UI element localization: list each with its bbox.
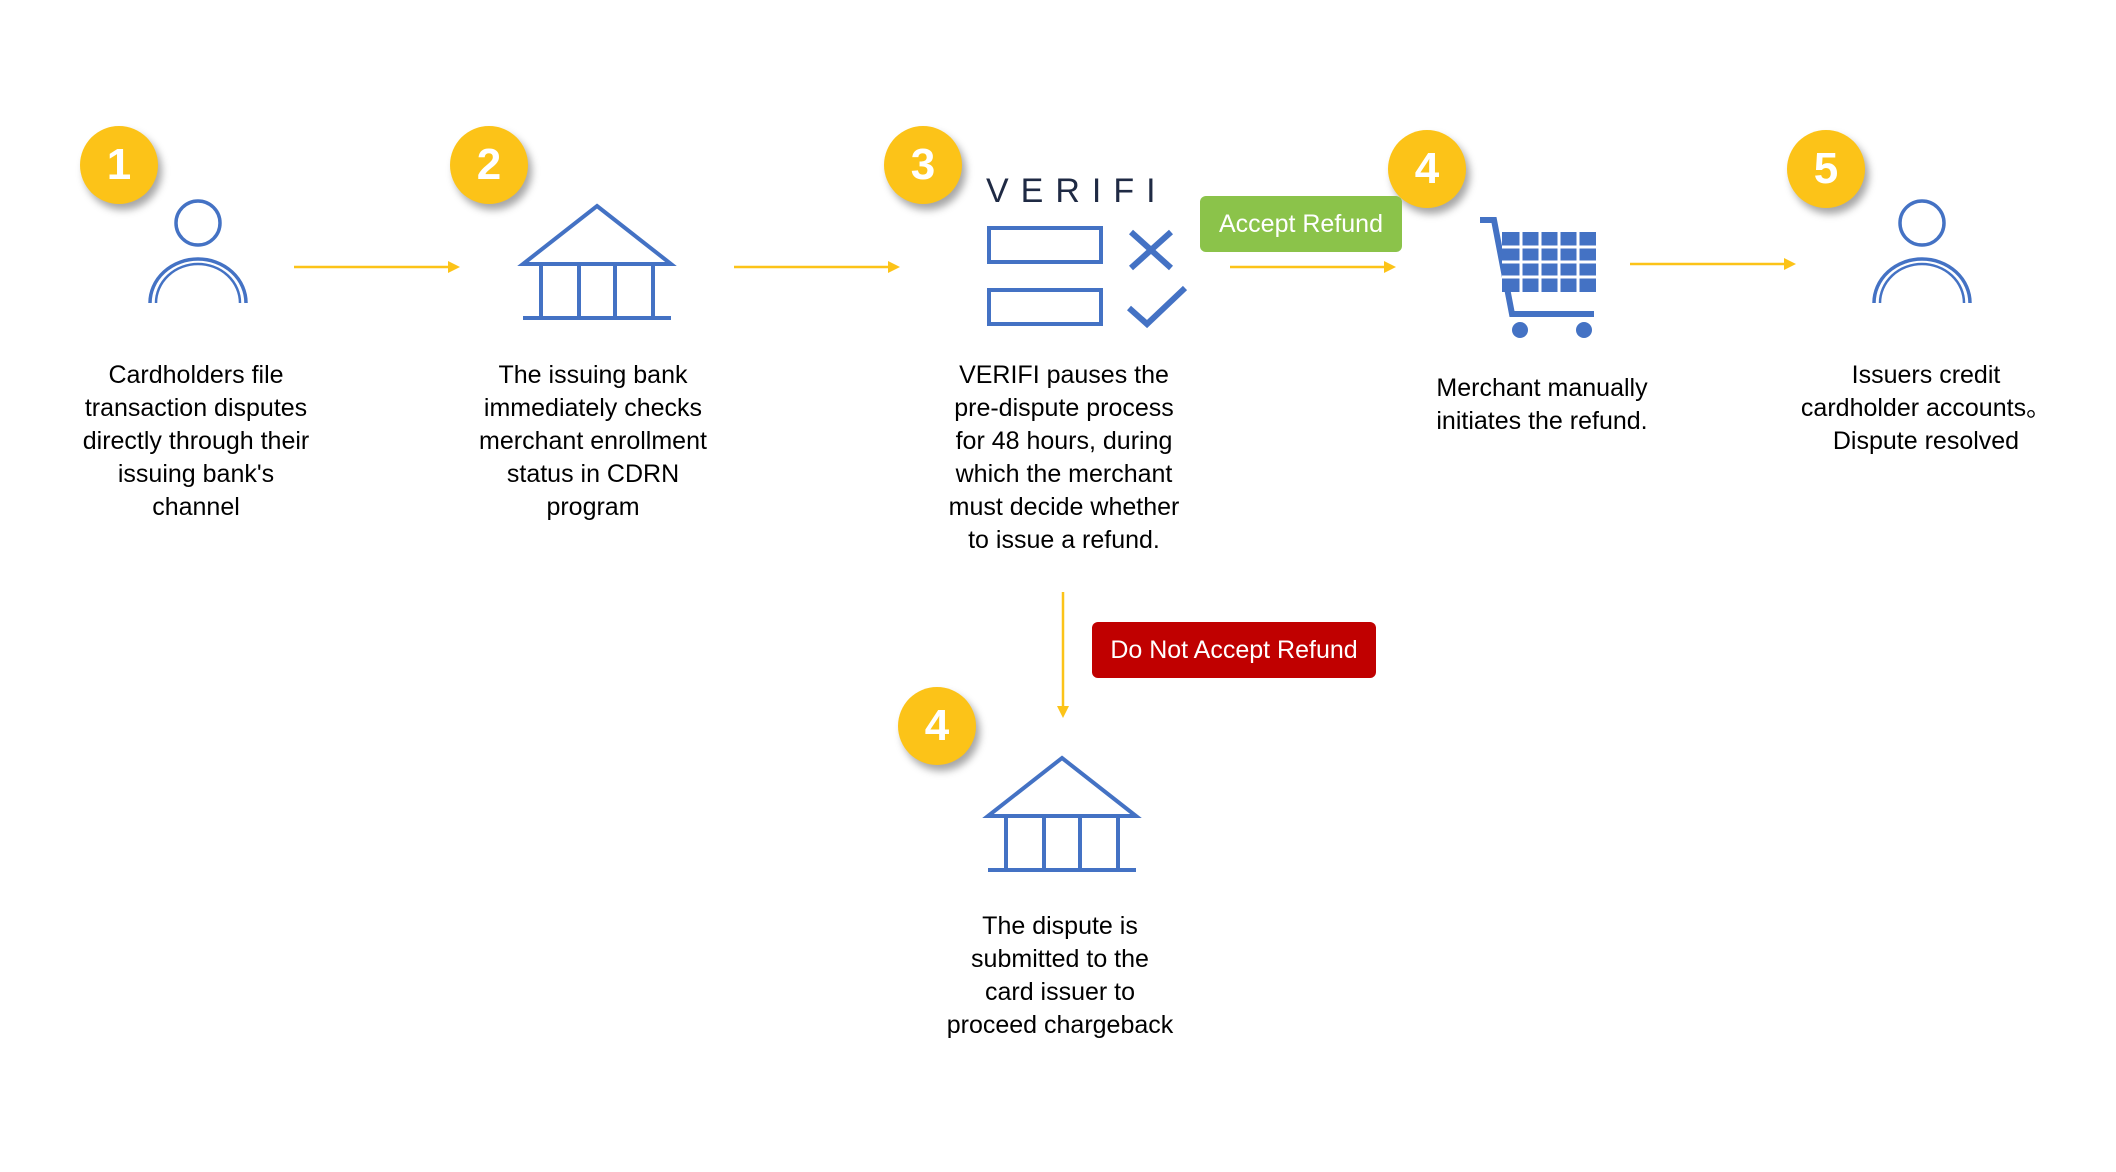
arrow-1-to-2 [294,261,460,273]
text-line: issuing bank's [117,460,275,488]
text-line: VERIFI pauses the [959,361,1169,389]
arrow-3-to-4 [1230,261,1396,273]
step-1-badge: 1 [80,126,158,204]
step-1-text: Cardholders file transaction disputes di… [83,359,310,524]
accept-refund-label: Accept Refund [1200,196,1402,252]
text-line: pre-dispute process [954,394,1174,422]
verifi-logo: VERIFI [986,172,1168,210]
text-line: must decide whether [948,493,1180,521]
text-line: Merchant manually [1436,374,1648,402]
arrow-2-to-3 [734,261,900,273]
text-line: Issuers credit [1851,361,2001,389]
step-4-refund-text: Merchant manually initiates the refund. [1436,372,1647,438]
do-not-accept-refund-label: Do Not Accept Refund [1092,622,1376,678]
step-4-chargeback-badge: 4 [898,687,976,765]
step-3-text: VERIFI pauses the pre-dispute process fo… [949,359,1180,557]
text-line: The dispute is [982,912,1138,940]
verifi-form-icon [987,226,1188,329]
step-3-badge: 3 [884,126,962,204]
step-4-refund-badge: 4 [1388,130,1466,208]
text-line: cardholder accounts。 [1800,394,2052,422]
step-4-chargeback-text: The dispute is submitted to the card iss… [947,910,1174,1042]
shopping-cart-icon [1480,217,1596,338]
text-line: to issue a refund. [968,526,1160,554]
arrow-3-down [1057,592,1069,718]
bank-icon [982,755,1142,872]
person-icon [1872,199,1972,304]
text-line: for 48 hours, during [955,427,1173,455]
text-line: merchant enrollment [479,427,707,455]
text-line: status in CDRN [506,460,680,488]
step-5-text: Issuers credit cardholder accounts。 Disp… [1801,359,2051,458]
bank-icon [517,203,677,320]
person-icon [148,199,248,304]
text-line: transaction disputes [84,394,308,422]
text-line: which the merchant [955,460,1173,488]
text-line: Dispute resolved [1832,427,2020,455]
text-line: proceed chargeback [946,1011,1174,1039]
step-5-badge: 5 [1787,130,1865,208]
step-2-text: The issuing bank immediately checks merc… [479,359,707,524]
text-line: channel [152,493,240,521]
step-2-badge: 2 [450,126,528,204]
text-line: initiates the refund. [1436,407,1648,435]
text-line: directly through their [82,427,310,455]
text-line: card issuer to [984,978,1136,1006]
text-line: submitted to the [971,945,1149,973]
text-line: Cardholders file [108,361,284,389]
arrow-4-to-5 [1630,258,1796,270]
text-line: immediately checks [483,394,703,422]
text-line: The issuing bank [498,361,688,389]
text-line: program [546,493,640,521]
